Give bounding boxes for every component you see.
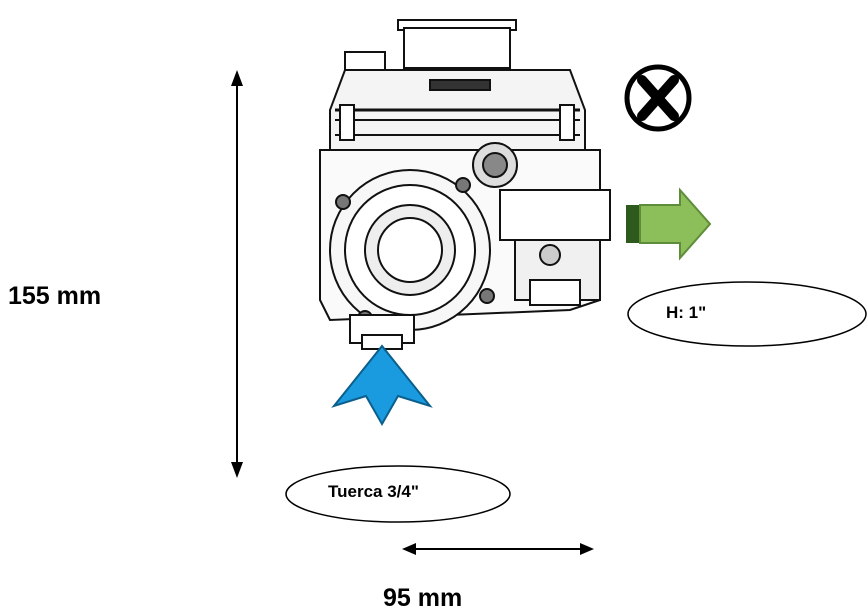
height-dimension-label: 155 mm	[8, 282, 102, 310]
circle-x-icon	[624, 64, 692, 132]
outlet-connection-label: H: 1"	[666, 303, 707, 322]
outlet-connection-callout: H: 1"	[626, 279, 868, 349]
callout-ellipse	[627, 281, 867, 347]
width-dimension-label: 95 mm	[383, 584, 463, 612]
width-dimension-arrow	[402, 543, 594, 555]
height-dimension-arrow	[231, 70, 243, 478]
inlet-connection-label: Tuerca 3/4"	[328, 482, 419, 501]
inlet-connection-callout: Tuerca 3/4"	[284, 464, 512, 524]
gas-regulator-drawing	[319, 19, 611, 350]
outlet-flow-arrow	[626, 187, 712, 261]
inlet-flow-arrow	[331, 344, 433, 427]
callout-ellipse	[285, 465, 511, 523]
